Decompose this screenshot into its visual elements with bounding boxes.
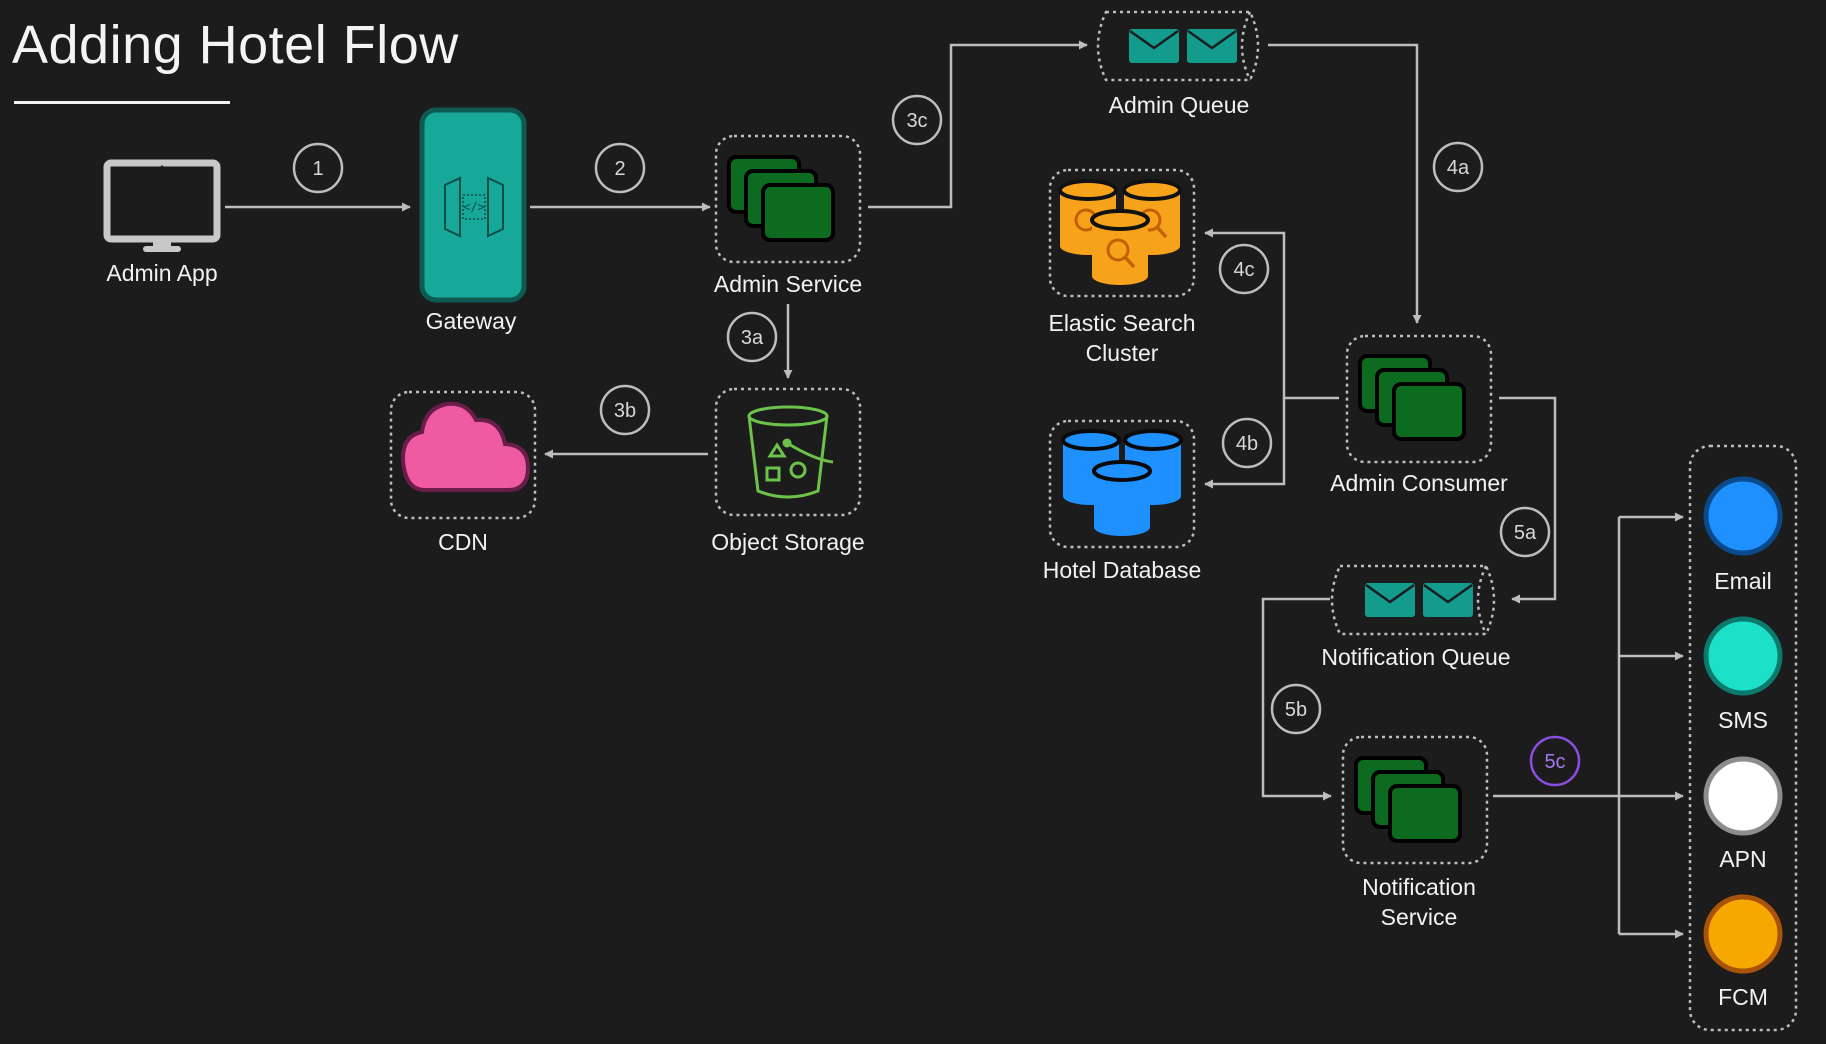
- hotel-db-box: [1048, 419, 1196, 549]
- object-storage-label: Object Storage: [711, 529, 865, 555]
- arrow-step-5b: [1261, 597, 1332, 801]
- admin-consumer-label: Admin Consumer: [1330, 470, 1508, 496]
- cloud-icon: [400, 401, 531, 492]
- arrow-step-4c: [1204, 228, 1286, 398]
- step-3c-marker: 3c: [891, 94, 943, 146]
- step-3b-label: 3b: [614, 400, 636, 422]
- notification-service-box: [1341, 735, 1489, 865]
- step-3c-label: 3c: [906, 110, 927, 132]
- arrow-step-3c: [868, 40, 1088, 209]
- step-2-label: 2: [614, 158, 625, 180]
- step-4b-marker: 4b: [1221, 417, 1273, 469]
- fcm-label: FCM: [1718, 984, 1768, 1010]
- step-markers: 1 2 3c 3a 3b 4a 4c 4b 5a 5b 5c: [292, 94, 1581, 787]
- step-3a-label: 3a: [741, 327, 764, 349]
- cdn-label: CDN: [438, 529, 488, 555]
- svg-text:</>: </>: [463, 200, 485, 214]
- channel-circles: [1703, 476, 1783, 974]
- arrow-step-4b: [1204, 398, 1286, 489]
- step-4c-label: 4c: [1233, 259, 1254, 281]
- step-1-label: 1: [312, 158, 323, 180]
- admin-queue-envelope-icon: [1127, 27, 1239, 65]
- step-1-marker: 1: [292, 142, 344, 194]
- step-5c-marker: 5c: [1529, 735, 1581, 787]
- step-5a-label: 5a: [1514, 522, 1537, 544]
- apn-icon: [1703, 756, 1783, 836]
- admin-service-box: [714, 134, 862, 264]
- apn-label: APN: [1719, 846, 1767, 872]
- monitor-icon: [103, 159, 221, 252]
- notification-service-icon: [1354, 756, 1462, 843]
- containers: [389, 10, 1798, 1032]
- admin-consumer-box: [1345, 334, 1493, 464]
- admin-consumer-icon: [1358, 354, 1466, 441]
- elastic-search-label-line-2: Cluster: [1085, 340, 1159, 366]
- api-gateway-icon: </>: [419, 107, 527, 303]
- sms-icon: [1703, 616, 1783, 696]
- admin-service-label: Admin Service: [713, 271, 863, 297]
- gateway-label: Gateway: [425, 308, 517, 334]
- admin-queue-label: Admin Queue: [1108, 92, 1250, 118]
- step-5c-label: 5c: [1544, 751, 1565, 773]
- sms-label: SMS: [1718, 707, 1768, 733]
- arrow-step-4a: [1268, 43, 1422, 324]
- admin-app-label: Admin App: [106, 260, 218, 286]
- connectors: [225, 40, 1684, 939]
- step-4a-marker: 4a: [1432, 141, 1484, 193]
- notification-queue-label: Notification Queue: [1321, 644, 1511, 670]
- page-title: Adding Hotel Flow: [12, 15, 459, 75]
- cdn-box: [389, 390, 537, 520]
- fcm-icon: [1703, 894, 1783, 974]
- step-4a-label: 4a: [1447, 157, 1470, 179]
- step-3b-marker: 3b: [599, 384, 651, 436]
- step-3a-marker: 3a: [726, 311, 778, 363]
- database-icon: [1061, 429, 1183, 538]
- notification-service-label-line-1: Notification: [1362, 874, 1476, 900]
- notification-queue-shape: [1330, 564, 1496, 636]
- admin-service-icon: [727, 155, 835, 242]
- arrow-step-5a: [1499, 396, 1557, 604]
- hotel-database-label: Hotel Database: [1042, 557, 1202, 583]
- elastic-search-label-line-1: Elastic Search: [1048, 310, 1196, 336]
- elastic-search-label: Elastic Search Cluster: [1002, 308, 1242, 368]
- admin-queue-shape: [1096, 10, 1260, 82]
- notification-service-label-line-2: Service: [1380, 904, 1458, 930]
- step-2-marker: 2: [594, 142, 646, 194]
- title-underline: [14, 101, 230, 104]
- elastic-search-icon: [1058, 179, 1182, 287]
- notification-queue-envelope-icon: [1363, 581, 1475, 619]
- step-4c-marker: 4c: [1218, 243, 1270, 295]
- email-icon: [1703, 476, 1783, 556]
- bucket-icon: [747, 405, 834, 499]
- elastic-box: [1048, 168, 1196, 298]
- notification-service-label: Notification Service: [1299, 872, 1539, 932]
- step-5a-marker: 5a: [1499, 506, 1551, 558]
- object-storage-box: [714, 387, 862, 517]
- step-4b-label: 4b: [1236, 433, 1258, 455]
- step-5b-label: 5b: [1285, 699, 1307, 721]
- email-label: Email: [1714, 568, 1772, 594]
- step-5b-marker: 5b: [1270, 683, 1322, 735]
